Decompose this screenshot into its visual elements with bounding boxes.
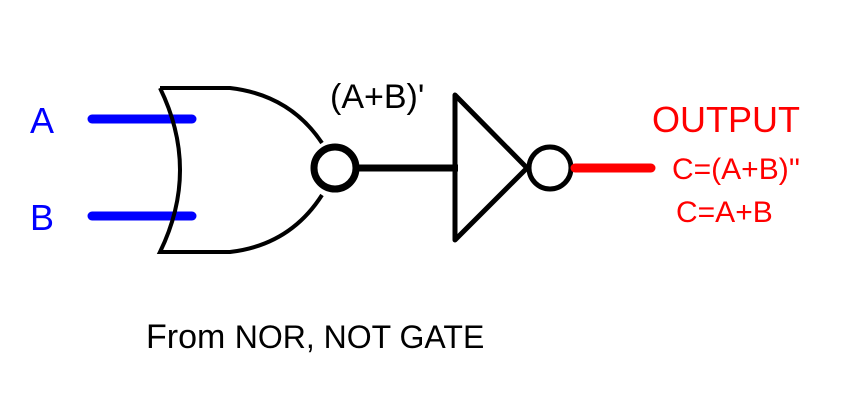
not-bubble [526, 144, 574, 192]
output-title: OUTPUT [652, 99, 800, 140]
caption-part2: NOR, NOT GATE [234, 319, 485, 355]
caption: From NOR, NOT GATE [146, 320, 484, 354]
intermediate-label: (A+B)' [330, 78, 425, 116]
not-gate-triangle [452, 92, 530, 243]
nor-bubble [310, 143, 360, 193]
caption-part1: From [146, 318, 226, 356]
input-a-label: A [30, 100, 55, 141]
output-expression-1: C=(A+B)'' [672, 153, 801, 186]
nor-gate-body [156, 86, 324, 254]
output-expression-2: C=A+B [676, 196, 773, 229]
input-b-label: B [30, 197, 55, 238]
